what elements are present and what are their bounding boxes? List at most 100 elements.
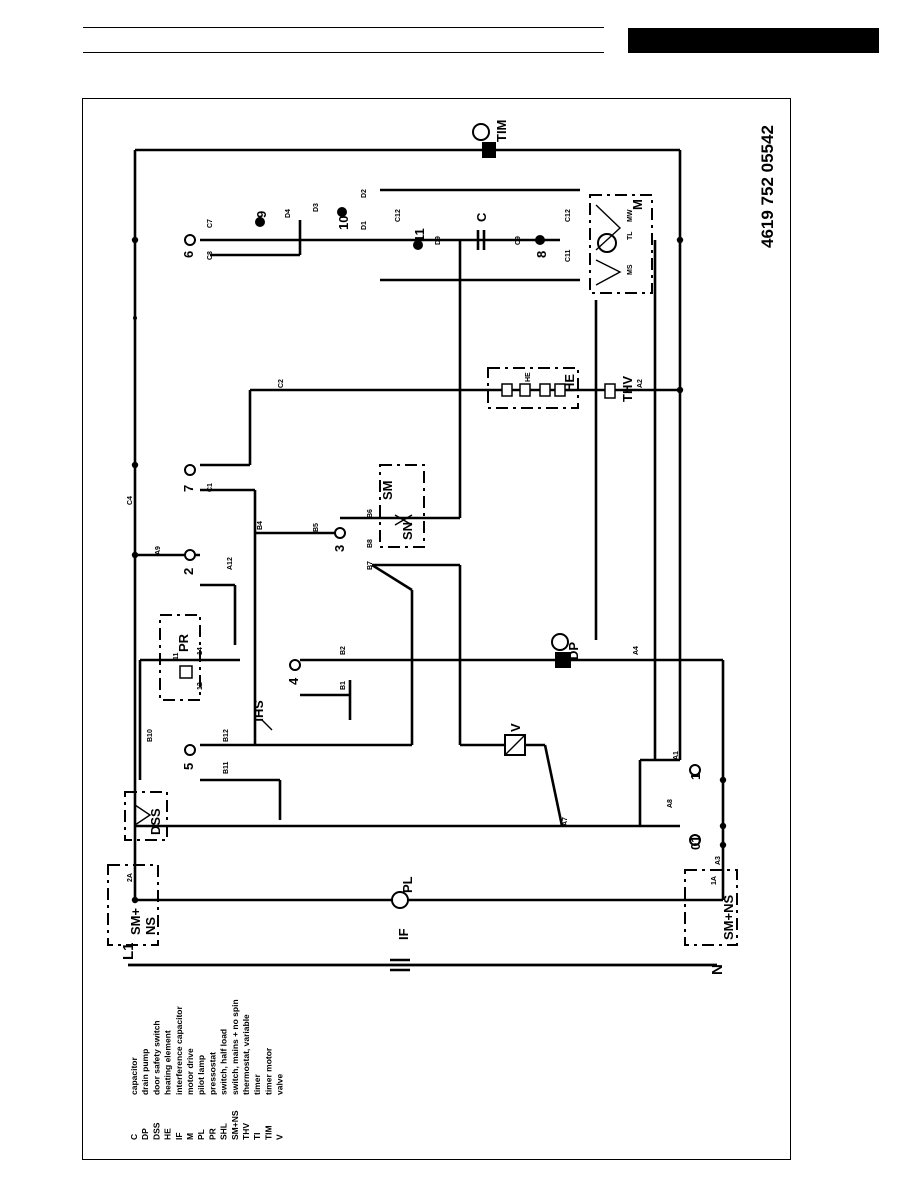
contact-3: 3 — [332, 527, 347, 552]
legend-code: IF — [174, 1132, 184, 1140]
motor-icon — [551, 633, 569, 651]
motor-icon — [472, 123, 490, 141]
svg-text:12: 12 — [197, 682, 204, 690]
svg-text:B5: B5 — [313, 523, 320, 532]
legend-description: valve — [275, 1073, 285, 1095]
smns-top-label: SM+ — [128, 908, 143, 936]
contact-8: 8 — [534, 235, 549, 258]
contact-4: 4 — [286, 659, 301, 685]
legend-code: PL — [196, 1129, 206, 1140]
svg-text:D1: D1 — [361, 221, 368, 230]
svg-text:B2: B2 — [340, 646, 347, 655]
timer-motor-tim: TIM — [472, 120, 509, 158]
legend-code: TI — [252, 1132, 262, 1140]
legend-code: TIM — [263, 1125, 273, 1140]
svg-text:A4: A4 — [633, 646, 640, 655]
svg-text:2A: 2A — [127, 873, 134, 882]
he-top-label: HE — [525, 372, 532, 382]
rail-n-label: N — [709, 964, 726, 975]
door-safety-switch-dss: DSS — [124, 791, 168, 841]
svg-text:C12: C12 — [565, 209, 572, 222]
mw-label: MW — [627, 209, 634, 222]
legend-code: PR — [207, 1128, 217, 1140]
thermostat-thv: THV — [604, 376, 635, 402]
svg-text:D2: D2 — [361, 189, 368, 198]
junctions — [131, 236, 727, 904]
svg-text:6: 6 — [181, 251, 196, 258]
svg-text:7: 7 — [181, 485, 196, 492]
v-label: V — [508, 723, 523, 732]
svg-text:B1: B1 — [340, 681, 347, 690]
sn-label: SN — [400, 522, 415, 540]
diagram-frame — [82, 98, 791, 1160]
dp-label: DP — [566, 642, 581, 660]
pressostat-pr: PR — [159, 614, 201, 701]
pilot-lamp-pl: PL — [391, 876, 415, 909]
svg-text:C2: C2 — [278, 379, 285, 388]
svg-text:C8: C8 — [207, 251, 214, 260]
svg-text:A3: A3 — [715, 856, 722, 865]
contact-2: 2 — [181, 549, 196, 575]
svg-text:01: 01 — [688, 836, 703, 850]
legend-description: door safety switch — [151, 1020, 161, 1095]
svg-text:A9: A9 — [155, 546, 162, 555]
legend-description: switch, half load — [219, 1029, 229, 1095]
switch-sm-sn: SM SN — [379, 464, 425, 548]
svg-text:A2: A2 — [637, 379, 644, 388]
legend-code: C — [129, 1134, 139, 1140]
legend-description: timer — [252, 1074, 262, 1095]
timer-contacts: 6 9 10 11 8 7 2 3 4 5 1 01 — [181, 207, 703, 850]
header-rule-top — [83, 27, 604, 28]
tim-label: TIM — [494, 120, 509, 142]
smns-bottom-label: SM+NS — [721, 895, 736, 940]
drain-pump-dp: DP — [551, 633, 581, 668]
legend-description: drain pump — [140, 1049, 150, 1095]
svg-text:14: 14 — [197, 647, 204, 655]
contact-10: 10 — [336, 207, 351, 230]
legend-description: thermostat, variable — [241, 1014, 251, 1095]
dss-label: DSS — [148, 808, 163, 835]
legend-description: motor drive — [185, 1048, 195, 1095]
svg-text:B12: B12 — [223, 729, 230, 742]
svg-text:4: 4 — [286, 677, 301, 685]
svg-text:C12: C12 — [395, 209, 402, 222]
drawing-number: 4619 752 05542 — [758, 125, 777, 248]
rail-n: N — [709, 964, 726, 975]
svg-text:C1: C1 — [207, 483, 214, 492]
svg-text:B6: B6 — [367, 509, 374, 518]
svg-text:A8: A8 — [667, 799, 674, 808]
svg-text:A7: A7 — [562, 817, 569, 826]
shl-label: SHL — [251, 700, 266, 726]
pr-label: PR — [176, 633, 191, 652]
header-black-tab — [628, 28, 879, 53]
svg-text:B8: B8 — [367, 539, 374, 548]
svg-text:B10: B10 — [147, 729, 154, 742]
switch-smns-top: SM+ NS — [107, 864, 159, 946]
svg-text:C4: C4 — [127, 496, 134, 505]
svg-text:B7: B7 — [367, 561, 374, 570]
tl-label: TL — [627, 231, 634, 240]
svg-text:8: 8 — [534, 251, 549, 258]
capacitor-c: C — [474, 212, 489, 250]
switch-smns-bottom: SM+NS — [684, 869, 738, 946]
legend-description: heating element — [163, 1030, 173, 1095]
legend-description: switch, mains + no spin — [230, 999, 240, 1095]
wire-v-slant — [543, 744, 564, 827]
header-rule-bottom — [83, 52, 604, 53]
svg-text:D9: D9 — [435, 236, 442, 245]
svg-text:B4: B4 — [257, 521, 264, 530]
he-bottom-label: HE — [562, 374, 577, 392]
contact-1: 1 — [688, 764, 703, 780]
legend-code: SHL — [219, 1123, 229, 1140]
legend-description: pilot lamp — [196, 1055, 206, 1095]
terminal-labels: C7 C8 D4 D3 D2 D1 C12 D9 C9 C11 C12 C2 C… — [127, 189, 722, 885]
svg-text:2: 2 — [181, 568, 196, 575]
svg-text:NS: NS — [143, 917, 158, 935]
svg-text:B11: B11 — [223, 761, 230, 774]
contact-11: 11 — [412, 228, 427, 250]
svg-text:D3: D3 — [313, 203, 320, 212]
legend-description: pressostat — [207, 1052, 217, 1095]
contact-01: 01 — [688, 834, 703, 850]
svg-text:1A: 1A — [711, 876, 718, 885]
